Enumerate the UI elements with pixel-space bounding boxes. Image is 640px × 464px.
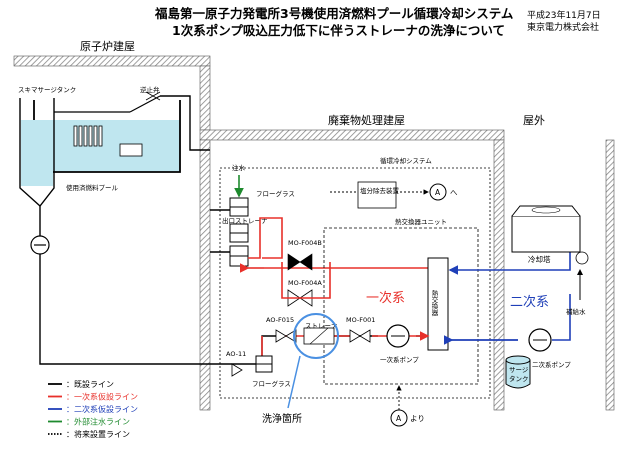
legend-label: ：将来設置ライン xyxy=(66,429,130,439)
valve-ao-f015 xyxy=(275,329,297,343)
legend: ：既設ライン ：一次系仮設ライン ：二次系仮設ライン ：外部注水ライン ：将来設置ライン xyxy=(48,379,138,439)
cooling-system-boundary xyxy=(219,167,491,399)
wash-point-highlight xyxy=(293,313,339,359)
valve-ao-11-label: AO-11 xyxy=(226,350,246,358)
pool-label: 使用済燃料プール xyxy=(66,183,119,192)
waste-building-label: 廃棄物処理建屋 xyxy=(328,113,405,127)
valve-mo-f001-label: MO-F001 xyxy=(346,316,375,324)
surge-tank-label-1: サージ xyxy=(509,366,529,374)
strainer-label: ストレーナ xyxy=(305,322,338,330)
pump-symbol-reactor xyxy=(30,235,50,255)
injection-label: 注水 xyxy=(232,163,246,172)
flow-glass-bottom xyxy=(255,355,273,373)
cooling-system-label: 循環冷却システム xyxy=(380,156,432,165)
reactor-building-label: 原子炉建屋 xyxy=(80,39,135,53)
outlet-strainer xyxy=(229,223,249,243)
valve-mo-f004b xyxy=(287,253,313,271)
desalination-unit xyxy=(357,181,397,209)
wash-point-label: 洗浄箇所 xyxy=(262,412,302,425)
pool-inlet-block xyxy=(119,143,143,157)
legend-label: ：二次系仮設ライン xyxy=(66,404,138,414)
strainer xyxy=(303,327,335,345)
strainer-box-lower xyxy=(229,245,249,267)
flow-glass-top xyxy=(229,197,249,217)
hx-unit-boundary xyxy=(323,227,479,385)
company-label: 東京電力株式会社 xyxy=(527,21,599,33)
check-valve-label: 逆止弁 xyxy=(140,85,160,94)
connector-a-bottom-from: より xyxy=(410,414,425,423)
outdoor-label: 屋外 xyxy=(523,114,545,127)
existing-line-drain xyxy=(39,226,232,365)
flow-glass-bottom-label: フローグラス xyxy=(252,379,291,388)
secondary-pump xyxy=(528,328,552,352)
valve-a-label: MO-F004A xyxy=(288,279,322,287)
connector-a-top-to: へ xyxy=(450,188,458,197)
legend-label: ：一次系仮設ライン xyxy=(66,392,138,402)
valve-ao-f015-label: AO-F015 xyxy=(266,316,294,324)
spent-fuel-pool xyxy=(19,91,200,226)
desalination-label: 塩分除去装置 xyxy=(360,186,400,195)
secondary-system-label: 二次系 xyxy=(510,294,549,310)
cooling-tower xyxy=(511,205,589,265)
bypass-line xyxy=(281,262,331,299)
heat-exchanger xyxy=(427,257,449,351)
secondary-line-top xyxy=(448,252,571,275)
hx-unit-label: 熱交換器ユニット xyxy=(395,217,447,226)
secondary-pump-label: 二次系ポンプ xyxy=(532,360,571,369)
makeup-water-label: 補給水 xyxy=(566,307,586,316)
connector-a-top-text: A xyxy=(435,188,441,197)
date-label: 平成23年11月7日 xyxy=(527,9,601,21)
title-line-2: 1次系ポンプ吸込圧力低下に伴うストレーナの洗浄について xyxy=(172,23,505,38)
wash-point-pointer xyxy=(287,355,301,409)
connector-a-top xyxy=(429,183,447,201)
valve-ao-11 xyxy=(231,363,243,377)
title-line-1: 福島第一原子力発電所3号機使用済燃料プール循環冷却システム xyxy=(154,6,514,21)
primary-pump-label: 一次系ポンプ xyxy=(380,355,419,364)
heat-exchanger-label: 熱交換器 xyxy=(430,289,438,318)
skimmer-label: スキマサージタンク xyxy=(18,85,76,94)
flow-glass-top-label: フローグラス xyxy=(256,189,295,198)
outlet-strainer-label: 出口ストレーナ xyxy=(222,216,268,225)
primary-pump xyxy=(386,324,410,348)
valve-b-label: MO-F004B xyxy=(288,239,322,247)
primary-return-line xyxy=(248,217,283,259)
surge-tank-label-2: タンク xyxy=(509,374,529,383)
legend-label: ：外部注水ライン xyxy=(66,417,130,427)
cooling-tower-label: 冷却塔 xyxy=(528,254,551,264)
primary-system-label: 一次系 xyxy=(366,290,405,306)
fuel-rack xyxy=(73,125,103,147)
building-walls xyxy=(13,55,615,411)
legend-label: ：既設ライン xyxy=(66,379,114,389)
valve-mo-f001 xyxy=(349,329,371,343)
connector-a-bottom-text: A xyxy=(396,414,402,423)
surge-tank xyxy=(505,355,531,389)
